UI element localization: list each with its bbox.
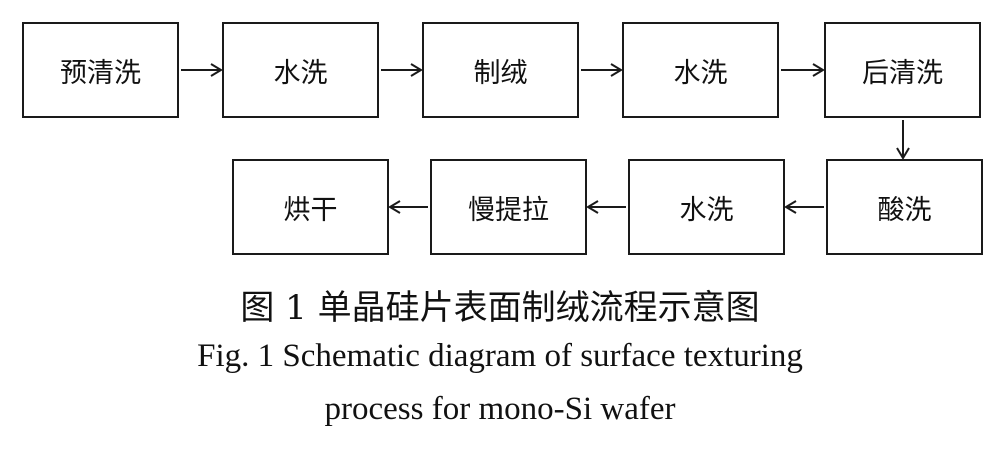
step-water-rinse-1-label: 水洗: [273, 57, 328, 89]
step-water-rinse-3-label: 水洗: [679, 194, 734, 226]
step-water-rinse-2-label: 水洗: [673, 57, 728, 89]
caption-english-line-2: process for mono-Si wafer: [324, 391, 676, 427]
step-pre-clean: 预清洗: [22, 22, 179, 118]
step-slow-pull-label: 慢提拉: [468, 194, 549, 226]
step-drying: 烘干: [232, 159, 389, 255]
step-post-clean: 后清洗: [824, 22, 981, 118]
step-water-rinse-1: 水洗: [222, 22, 379, 118]
step-water-rinse-2: 水洗: [622, 22, 779, 118]
step-drying-label: 烘干: [283, 194, 338, 226]
caption-english-line-1: Fig. 1 Schematic diagram of surface text…: [197, 338, 803, 374]
step-slow-pull: 慢提拉: [430, 159, 587, 255]
step-pre-clean-label: 预清洗: [60, 57, 141, 89]
step-texturing: 制绒: [422, 22, 579, 118]
caption-chinese: 图 1 单晶硅片表面制绒流程示意图: [240, 288, 760, 328]
step-acid-wash: 酸洗: [826, 159, 983, 255]
step-acid-wash-label: 酸洗: [877, 194, 932, 226]
step-texturing-label: 制绒: [473, 57, 528, 89]
step-water-rinse-3: 水洗: [628, 159, 785, 255]
step-post-clean-label: 后清洗: [862, 57, 943, 89]
